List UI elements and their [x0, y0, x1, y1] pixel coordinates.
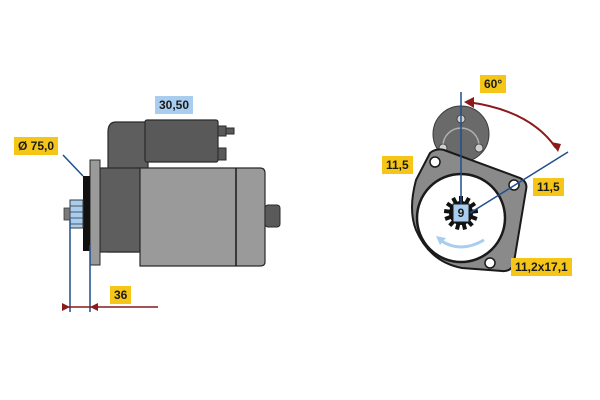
hole-left-label: 11,5 [382, 156, 413, 174]
motor-body [139, 167, 266, 267]
teeth-count: 9 [457, 206, 465, 220]
hole-left [429, 156, 441, 168]
angle-label: 60° [480, 75, 507, 93]
pinion-gear [443, 196, 479, 230]
solenoid [144, 119, 219, 163]
flange-distance-label: 36 [110, 286, 132, 304]
hole-right-label: 11,5 [533, 178, 564, 196]
starter-front-view [411, 92, 569, 273]
slot-label: 11,2x17,1 [511, 258, 572, 276]
terminal-label: 30,50 [155, 96, 194, 114]
diameter-label: Ø 75,0 [14, 137, 59, 155]
starter-side-view [62, 119, 281, 312]
hole-slot [484, 257, 496, 269]
